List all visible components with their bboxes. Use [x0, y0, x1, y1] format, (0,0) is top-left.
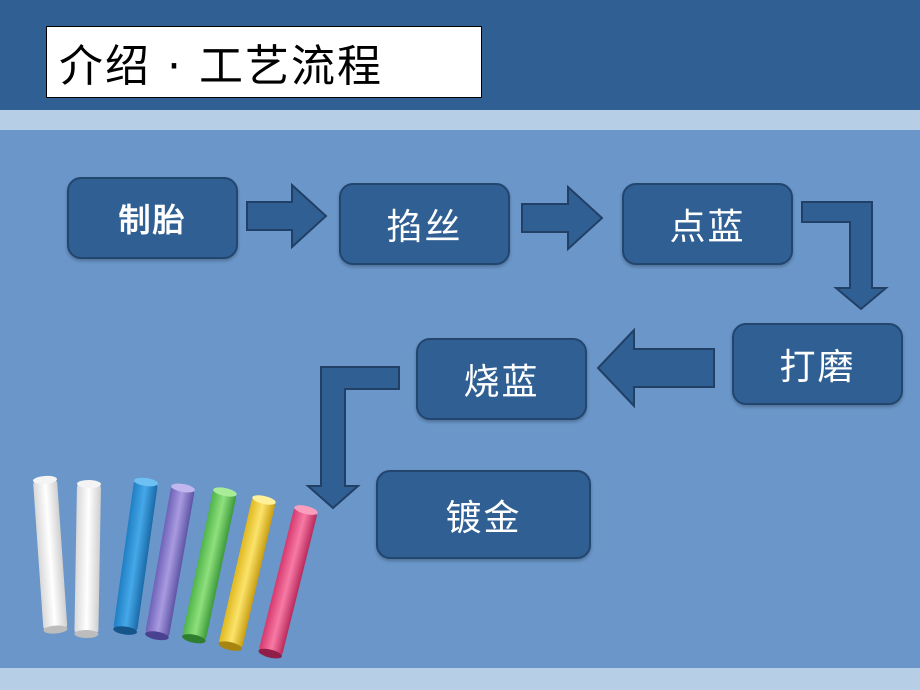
arrow-bent-down-icon: [305, 366, 400, 510]
divider-band: [0, 110, 920, 130]
chalk-purple-icon: [145, 483, 195, 641]
arrow-right-icon: [246, 182, 328, 250]
chalk-white-icon: [33, 475, 68, 634]
chalk-pink-icon: [258, 505, 318, 659]
step-qiasi[interactable]: 掐丝: [339, 183, 510, 265]
step-zhitai[interactable]: 制胎: [67, 177, 238, 259]
chalk-blue-icon: [113, 477, 158, 635]
footer-band: [0, 668, 920, 690]
arrow-bent-down-icon: [801, 201, 889, 311]
chalk-white-icon: [74, 479, 101, 638]
arrow-left-icon: [596, 327, 715, 409]
step-damo[interactable]: 打磨: [732, 323, 903, 405]
chalk-yellow-icon: [218, 495, 276, 651]
step-dianlan[interactable]: 点蓝: [622, 183, 793, 265]
arrow-right-icon: [521, 184, 604, 252]
slide-title: 介绍 · 工艺流程: [46, 26, 482, 98]
step-shaolan[interactable]: 烧蓝: [416, 338, 587, 420]
step-dujin[interactable]: 镀金: [376, 470, 591, 559]
chalk-green-icon: [182, 487, 237, 644]
